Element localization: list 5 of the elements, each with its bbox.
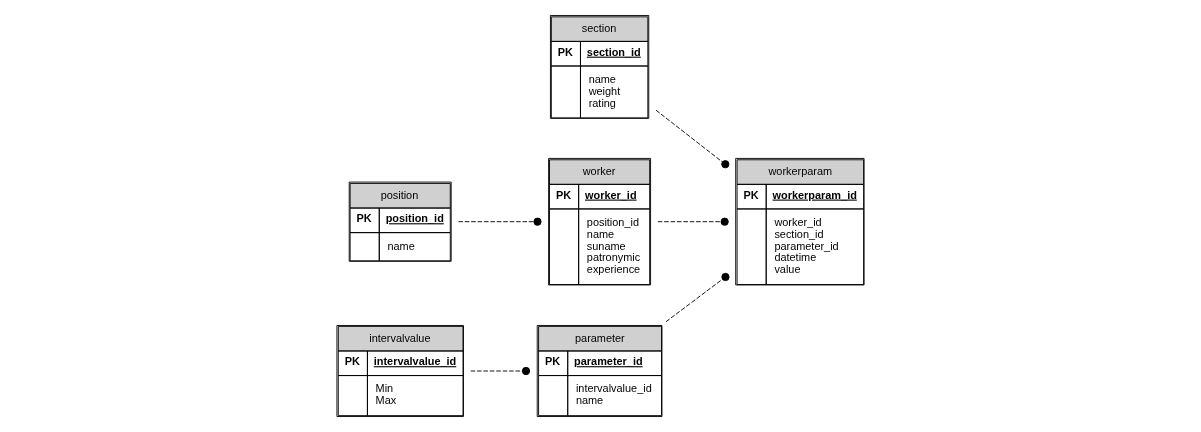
connector	[458, 217, 542, 226]
connector	[665, 272, 730, 323]
connector	[655, 109, 730, 169]
connector	[470, 366, 531, 376]
connector	[657, 217, 729, 226]
